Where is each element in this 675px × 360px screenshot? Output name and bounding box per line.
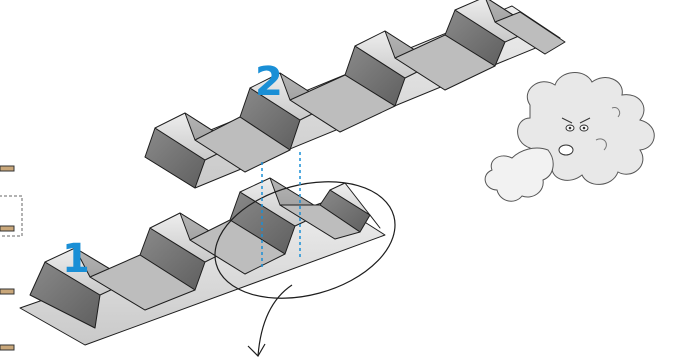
fixing-bracket (0, 345, 14, 350)
fixing-bracket (0, 289, 14, 294)
wind-blowing-cloud-icon (485, 73, 654, 202)
label-sheet-one: 1 (62, 236, 90, 282)
left-edge-fixings (0, 166, 22, 350)
label-sheet-two: 2 (255, 59, 283, 105)
fixing-bracket (0, 226, 14, 231)
fixing-bracket (0, 166, 14, 171)
